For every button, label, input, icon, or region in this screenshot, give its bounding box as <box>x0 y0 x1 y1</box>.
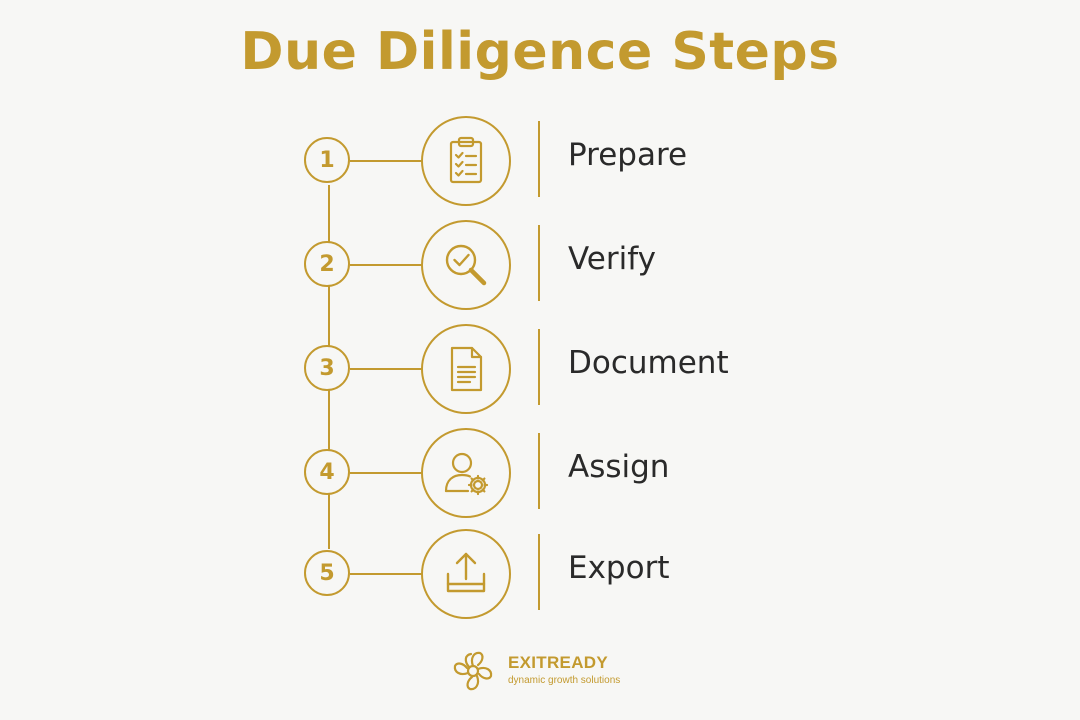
step-label: Prepare <box>568 137 688 173</box>
step-label: Verify <box>568 241 656 277</box>
step-icon-circle <box>421 116 511 206</box>
page-title: Due Diligence Steps <box>240 22 840 82</box>
user-gear-icon <box>444 452 489 496</box>
step-number-badge: 4 <box>304 449 350 495</box>
document-icon <box>450 346 483 392</box>
step-divider <box>538 329 540 405</box>
step-connector <box>350 160 422 162</box>
step-connector <box>350 264 422 266</box>
step-divider <box>538 433 540 509</box>
step-label: Export <box>568 550 670 586</box>
step-number-badge: 2 <box>304 241 350 287</box>
step-prepare: 1 Prepare <box>0 113 1080 209</box>
step-connector <box>350 368 422 370</box>
step-divider <box>538 121 540 197</box>
step-connector <box>350 573 422 575</box>
step-number-badge: 5 <box>304 550 350 596</box>
step-icon-circle <box>421 529 511 619</box>
step-divider <box>538 225 540 301</box>
step-icon-circle <box>421 324 511 414</box>
step-export: 5 Export <box>0 526 1080 622</box>
step-number-badge: 3 <box>304 345 350 391</box>
brand-logo: EXITREADY dynamic growth solutions <box>450 648 650 694</box>
step-number-badge: 1 <box>304 137 350 183</box>
upload-tray-icon <box>446 552 486 593</box>
magnifier-check-icon <box>445 244 487 286</box>
step-label: Document <box>568 345 729 381</box>
brand-name: EXITREADY <box>508 653 608 672</box>
step-document: 3 Document <box>0 321 1080 417</box>
step-label: Assign <box>568 449 670 485</box>
step-connector <box>350 472 422 474</box>
step-icon-circle <box>421 428 511 518</box>
brand-mark-icon <box>453 651 493 691</box>
step-verify: 2 Verify <box>0 217 1080 313</box>
clipboard-checklist-icon <box>449 136 483 184</box>
step-assign: 4 Assign <box>0 425 1080 521</box>
step-icon-circle <box>421 220 511 310</box>
step-divider <box>538 534 540 610</box>
brand-tagline: dynamic growth solutions <box>508 675 621 686</box>
